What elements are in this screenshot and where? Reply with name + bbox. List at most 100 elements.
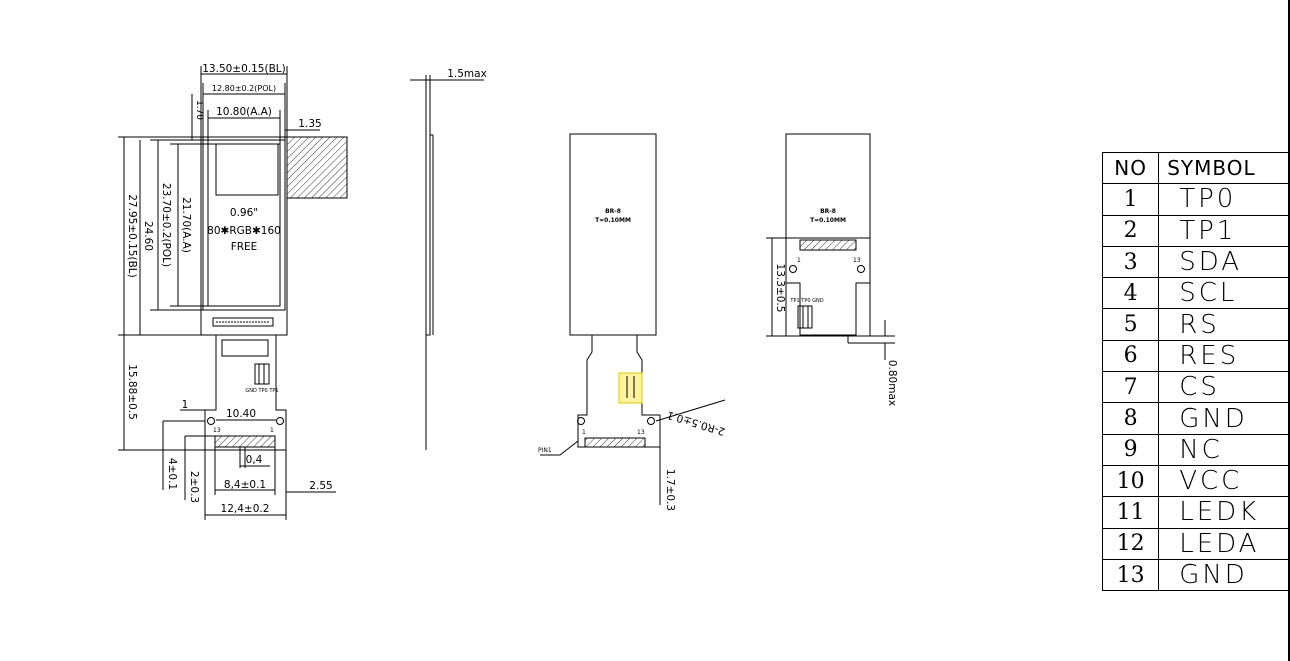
- dim-fpc-total: 12,4±0.2: [221, 503, 270, 515]
- folded-fpc-outline: [786, 238, 870, 335]
- dim-pol-height: 23.70±0.2(POL): [160, 183, 172, 267]
- pin-symbol: LEDK: [1158, 496, 1290, 529]
- folded-label-line2: T=0.10MM: [810, 217, 846, 224]
- rear-pin-left: 1: [582, 429, 586, 436]
- pin-symbol: RS: [1158, 308, 1290, 341]
- pin-no: 3: [1101, 245, 1160, 279]
- rear-hole-radius: 2-R0.5±0.1: [666, 408, 727, 437]
- dim-fpc-width: 10.40: [226, 408, 256, 420]
- pin-no: 8: [1101, 402, 1160, 435]
- rear-fpc-pins: [585, 438, 645, 447]
- front-view-labels: 13.50±0.15(BL) 12.80±0.2(POL) 1.70 10.80…: [126, 63, 333, 515]
- pin-symbol: TP0: [1158, 183, 1290, 216]
- dim-bottom-a: 4±0.1: [166, 458, 178, 490]
- folded-dim-thickness: 0.80max: [886, 360, 898, 406]
- folded-fpc-pins: [800, 240, 856, 250]
- dim-pin-span: 8,4±0.1: [224, 479, 266, 491]
- dim-side-gap: 1.35: [298, 118, 321, 130]
- rear-view-labels: BR-8 T=0.10MM 2-R0.5±0.1 PIN1 1 13 1.7±0…: [538, 208, 727, 511]
- header-symbol: SYMBOL: [1158, 151, 1290, 185]
- folded-dim-height: 13.3±0.5: [774, 264, 786, 313]
- pin-symbol: NC: [1158, 433, 1290, 466]
- front-module-outline: [201, 137, 287, 335]
- pin-symbol: CS: [1158, 371, 1290, 404]
- pin-no: 10: [1101, 464, 1160, 498]
- rear-module-outline: [570, 134, 656, 335]
- rear-label-line2: T=0.10MM: [595, 217, 631, 224]
- pin-table-header: NO SYMBOL: [1101, 151, 1290, 185]
- pin-symbol: TP1: [1158, 214, 1290, 247]
- pin-no: 9: [1101, 433, 1160, 466]
- rear-pin-right: 13: [637, 429, 645, 436]
- pin-symbol: LEDA: [1158, 527, 1290, 560]
- pin-symbol: SCL: [1158, 277, 1290, 310]
- rear-dim-bottom: 1.7±0.3: [664, 469, 676, 511]
- side-view: [410, 75, 484, 450]
- dim-pitch: 0,4: [246, 454, 263, 466]
- pin-no: 2: [1101, 214, 1160, 247]
- pin-symbol: GND: [1158, 558, 1290, 592]
- front-inner-window: [216, 144, 278, 195]
- pin-no: 6: [1101, 339, 1160, 373]
- dim-bl-height: 27.95±0.15(BL): [126, 194, 138, 277]
- pin-no: 7: [1101, 371, 1160, 404]
- front-fpc-tp-pads: [255, 364, 269, 384]
- dim-fpc-length: 15.88±0.5: [126, 364, 138, 420]
- folded-module-outline: [786, 134, 870, 336]
- pin-symbol: VCC: [1158, 464, 1290, 498]
- lcd-mode-text: FREE: [231, 241, 258, 253]
- dim-tail: 2.55: [309, 480, 332, 492]
- rear-tp-highlight: [619, 373, 642, 403]
- dim-pol-width: 12.80±0.2(POL): [212, 84, 276, 93]
- rear-label-line1: BR-8: [605, 208, 621, 215]
- folded-tp-label: TP1 TP0 GND: [789, 298, 823, 304]
- front-pin-last: 1: [270, 427, 274, 434]
- front-pin-first: 13: [213, 427, 221, 434]
- folded-tp-pads: [798, 306, 812, 328]
- rear-hole-left: [578, 418, 585, 425]
- pin-no: 4: [1101, 277, 1160, 310]
- dim-bl-width: 13.50±0.15(BL): [202, 63, 285, 75]
- front-fpc-pins: [215, 436, 275, 447]
- rear-pin1-label: PIN1: [538, 447, 552, 454]
- side-thickness: 1.5max: [447, 68, 487, 80]
- pin-symbol: GND: [1158, 402, 1290, 435]
- folded-label-line1: BR-8: [820, 208, 836, 215]
- pin-no: 11: [1101, 496, 1160, 529]
- dim-aa-height: 21.70(A.A): [180, 197, 192, 253]
- folded-pin-left: 1: [797, 257, 801, 264]
- lcd-resolution-text: 80✱RGB✱160: [207, 225, 281, 237]
- dim-fpc-offset: 1: [182, 399, 189, 411]
- dim-aa-width: 10.80(A.A): [216, 106, 272, 118]
- folded-hole-left: [790, 266, 797, 273]
- front-fpc-window: [222, 340, 268, 356]
- front-fpc-hole-right: [277, 418, 284, 425]
- pin-symbol: SDA: [1158, 245, 1290, 279]
- dim-total-height: 24.60: [142, 221, 154, 251]
- header-no: NO: [1101, 151, 1160, 185]
- pin-no: 13: [1101, 558, 1160, 592]
- pin-no: 12: [1101, 527, 1160, 560]
- dim-top-gap: 1.70: [194, 100, 204, 120]
- side-module-profile: [426, 80, 430, 335]
- pin-no: 5: [1101, 308, 1160, 341]
- folded-view: [766, 134, 895, 360]
- folded-hole-right: [858, 266, 865, 273]
- pin-symbol: RES: [1158, 339, 1290, 373]
- rear-view: [540, 134, 725, 505]
- front-view: [118, 66, 347, 520]
- lcd-size-text: 0.96": [230, 207, 258, 219]
- front-fpc-label: GND TP0 TP1: [245, 388, 278, 394]
